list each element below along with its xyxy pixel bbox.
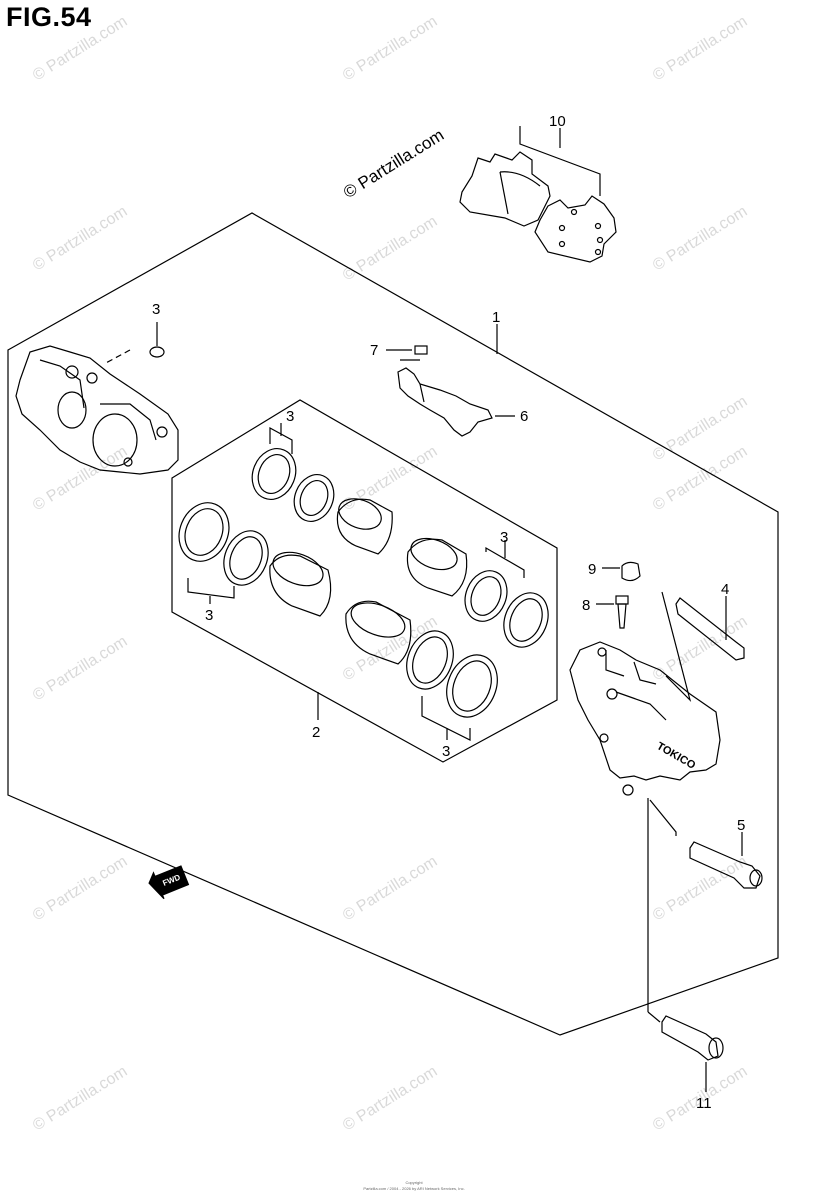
callout-7: 7: [370, 342, 378, 359]
piston-seal-d: [223, 530, 269, 586]
pad-pin-screw: [386, 345, 428, 355]
bleeder-cap: [621, 561, 641, 582]
assembly-outline: [7, 212, 779, 1036]
leader-10: [519, 126, 601, 196]
piston-a: [336, 498, 393, 555]
caliper-marking: TOKICO: [655, 740, 698, 772]
callout-2: 2: [312, 724, 320, 741]
callout-3-seal-top: 3: [286, 408, 294, 425]
callout-3-seal-right: 3: [500, 529, 508, 546]
callout-3-washer: 3: [152, 301, 160, 318]
mounting-bolt-upper: [689, 841, 763, 889]
brake-pad-set: [459, 126, 617, 263]
callout-6: 6: [520, 408, 528, 425]
footer-credits: Partzilla.com / 2004 - 2026 by ARI Netwo…: [363, 1186, 465, 1191]
piston-d: [345, 600, 412, 665]
callout-3-seal-bottom: 3: [442, 743, 450, 760]
callout-11: 11: [696, 1095, 712, 1112]
piston-seal-a: [251, 448, 297, 500]
brake-pad-front: [459, 151, 551, 227]
callout-1: 1: [492, 309, 500, 326]
callout-9: 9: [588, 561, 596, 578]
piston-seal-h: [446, 654, 498, 718]
seal-kit-outline: [171, 399, 558, 763]
caliper-half-left: [15, 345, 179, 475]
callout-10: 10: [549, 113, 566, 130]
caliper-half-right: [569, 641, 721, 796]
callout-3-seal-left: 3: [205, 607, 213, 624]
piston-seal-g: [406, 630, 454, 690]
callout-8: 8: [582, 597, 590, 614]
pad-pin: [675, 596, 745, 661]
footer-copyright: Copyright: [405, 1180, 423, 1185]
washer: [149, 346, 165, 358]
piston-seal-f: [503, 592, 549, 648]
piston-b: [269, 551, 332, 617]
callout-5: 5: [737, 817, 745, 834]
piston-seal-c: [178, 502, 230, 562]
piston-c: [406, 537, 468, 597]
pad-spring: [397, 359, 493, 437]
piston-seal-e: [464, 570, 508, 622]
brake-pad-back: [534, 195, 617, 263]
piston-seal-b: [293, 474, 335, 522]
mounting-bolt-lower: [661, 1015, 724, 1061]
fwd-arrow: [148, 865, 190, 900]
figure-title: FIG.54: [6, 2, 92, 32]
callout-4: 4: [721, 581, 729, 598]
bleeder-valve: [596, 595, 629, 629]
